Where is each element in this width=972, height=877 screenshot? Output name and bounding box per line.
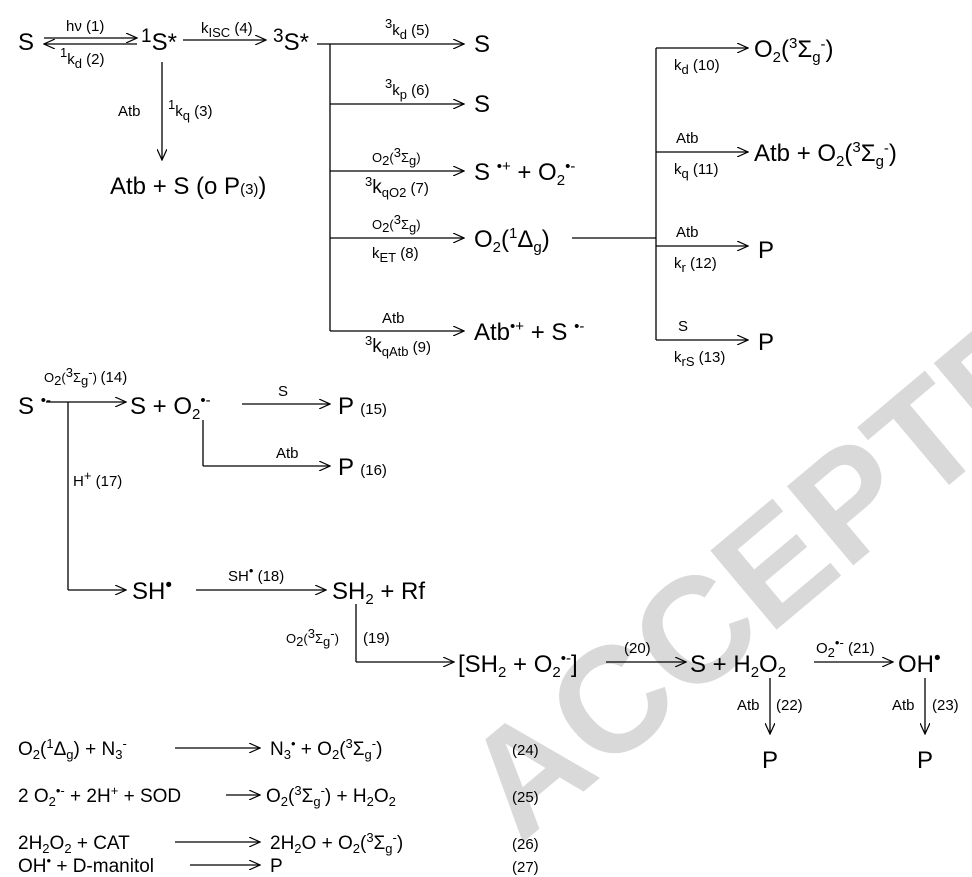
- label-r7: 3kqO2 (7): [365, 174, 429, 200]
- eq24-right: N3• + O2(3Σg-): [270, 736, 382, 762]
- label-r3: 1kq (3): [168, 97, 212, 123]
- reagent-r9: Atb: [382, 310, 405, 327]
- watermark: ACCEPTED MANUSCRIPT: [433, 0, 972, 870]
- product-singlet-oxygen: O2(1Δg): [474, 225, 550, 256]
- product-r13: P: [758, 329, 774, 356]
- eq27-right: P: [270, 856, 283, 877]
- label-r22: (22): [776, 697, 803, 714]
- reagent-r7: O2(3Σg): [372, 145, 421, 168]
- label-r24: (24): [512, 742, 539, 759]
- product-r20: S + H2O2: [690, 651, 786, 681]
- eq24-left: O2(1Δg) + N3-: [18, 736, 127, 762]
- reagent-r15: S: [278, 383, 288, 400]
- label-r8: kET (8): [372, 245, 419, 265]
- product-r18: SH2 + Rf: [332, 578, 425, 608]
- reagent-r8: O2(3Σg): [372, 212, 421, 235]
- species-triplet: 3S*: [273, 26, 309, 56]
- product-r16: P (16): [338, 454, 387, 481]
- label-r14: O2(3Σg-) (14): [44, 365, 127, 388]
- species-sh-radical: SH•: [132, 575, 172, 605]
- label-r21: O2•- (21): [816, 635, 875, 660]
- label-r1: hν (1): [66, 18, 104, 35]
- reagent-r13: S: [678, 318, 688, 335]
- label-r20: (20): [624, 640, 651, 657]
- product-r11: Atb + O2(3Σg-): [754, 139, 897, 170]
- species-ground-state: S: [18, 29, 34, 56]
- label-r26: (26): [512, 836, 539, 853]
- product-r7: S •+ + O2•-: [474, 158, 575, 189]
- label-r23: (23): [932, 697, 959, 714]
- reagent-r11: Atb: [676, 130, 699, 147]
- species-hydroxyl-radical: OH•: [898, 648, 941, 678]
- label-r4: kISC (4): [201, 20, 253, 40]
- product-r12: P: [758, 237, 774, 264]
- product-r23: P: [917, 747, 933, 774]
- label-r3-reagent: Atb: [118, 103, 141, 120]
- species-radical-anion: S •-: [18, 392, 51, 420]
- reagent-r16: Atb: [276, 445, 299, 462]
- reagent-r23: Atb: [892, 697, 915, 714]
- label-r25: (25): [512, 789, 539, 806]
- label-r5: 3kd (5): [385, 16, 429, 42]
- eq26-left: 2H2O2 + CAT: [18, 833, 130, 856]
- eq27-left: OH• + D-manitol: [18, 853, 154, 877]
- label-r17: H+ (17): [73, 468, 122, 490]
- product-r14: S + O2•-: [130, 392, 211, 423]
- label-r19: (19): [363, 630, 390, 647]
- product-r15: P (15): [338, 393, 387, 420]
- label-r18: SH• (18): [228, 563, 284, 585]
- label-r27: (27): [512, 859, 539, 876]
- label-r2: 1kd (2): [60, 45, 104, 71]
- label-r12: kr (12): [674, 255, 717, 275]
- product-r10: O2(3Σg-): [754, 35, 834, 66]
- eq25-right: O2(3Σg-) + H2O2: [266, 783, 396, 809]
- product-r22: P: [762, 747, 778, 774]
- species-singlet: 1S*: [141, 26, 177, 56]
- label-r6: 3kp (6): [385, 76, 429, 102]
- reagent-r12: Atb: [676, 224, 699, 241]
- label-r13: krS (13): [674, 349, 725, 369]
- label-r11: kq (11): [674, 161, 718, 181]
- product-r6: S: [474, 91, 490, 118]
- product-r9: Atb•+ + S •-: [474, 318, 584, 346]
- product-r5: S: [474, 31, 490, 58]
- eq25-left: 2 O2•- + 2H+ + SOD: [18, 783, 181, 809]
- reagent-r19: O2(3Σg-): [286, 626, 339, 649]
- reagent-r22: Atb: [737, 697, 760, 714]
- eq26-right: 2H2O + O2(3Σg-): [270, 830, 403, 856]
- label-r10: kd (10): [674, 57, 720, 77]
- product-singlet-quench: Atb + S (o P(3)): [110, 173, 266, 200]
- label-r9: 3kqAtb (9): [365, 333, 431, 359]
